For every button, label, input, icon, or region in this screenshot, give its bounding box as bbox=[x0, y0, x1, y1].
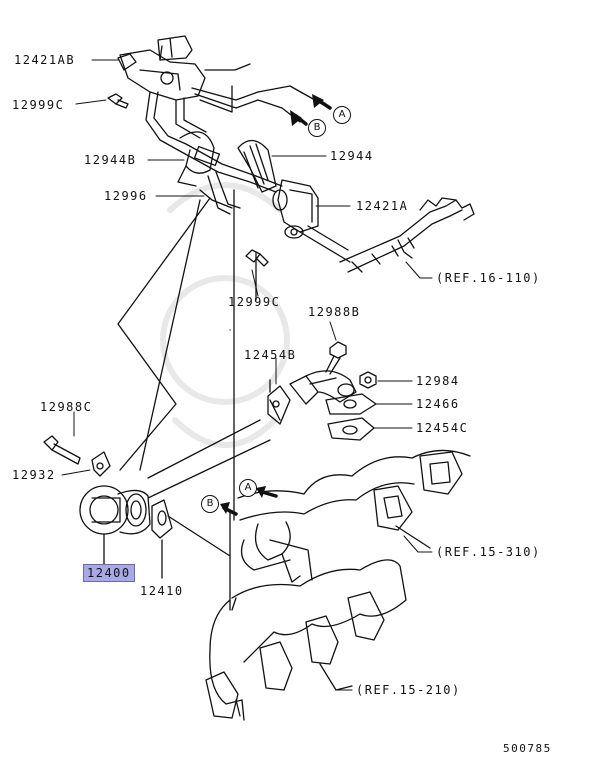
leader-lines bbox=[117, 189, 281, 611]
hose-clip-12944B bbox=[177, 131, 221, 187]
bolt-12988B bbox=[325, 341, 347, 375]
label-12421AB[interactable]: 12421AB bbox=[14, 53, 76, 67]
vacuum-hoses bbox=[177, 143, 283, 215]
leader-12410 bbox=[167, 515, 231, 557]
egr-valve-12400 bbox=[79, 485, 151, 567]
watermark bbox=[160, 182, 290, 448]
label-leaders bbox=[61, 59, 433, 691]
label-12999C-top[interactable]: 12999C bbox=[12, 98, 65, 112]
label-12421A[interactable]: 12421A bbox=[356, 199, 409, 213]
connector-a-top: A bbox=[333, 106, 351, 124]
connector-b-mid: B bbox=[201, 495, 219, 513]
flow-arrowheads bbox=[220, 94, 324, 514]
label-12400-highlighted[interactable]: 12400 bbox=[83, 564, 135, 582]
gasket-12454C bbox=[327, 417, 375, 441]
solenoid-valve-12421AB bbox=[117, 35, 259, 151]
label-12988B[interactable]: 12988B bbox=[308, 305, 361, 319]
label-12996[interactable]: 12996 bbox=[104, 189, 148, 203]
connector-a-mid: A bbox=[239, 479, 257, 497]
label-12944[interactable]: 12944 bbox=[330, 149, 374, 163]
nut-12984 bbox=[359, 371, 377, 389]
ref-16-110[interactable]: (REF.16-110) bbox=[436, 271, 541, 285]
ref-15-210[interactable]: (REF.15-210) bbox=[356, 683, 461, 697]
label-12466[interactable]: 12466 bbox=[416, 397, 460, 411]
intake-manifold bbox=[237, 449, 471, 583]
bolt-12999C-mid bbox=[245, 249, 269, 267]
egr-pipe-lines bbox=[147, 419, 271, 499]
label-12410[interactable]: 12410 bbox=[140, 584, 184, 598]
label-12454B[interactable]: 12454B bbox=[244, 348, 297, 362]
gasket-12454B bbox=[267, 385, 291, 425]
bolt-12999C-top bbox=[107, 93, 129, 109]
gasket-12410 bbox=[151, 499, 173, 579]
label-12944B[interactable]: 12944B bbox=[84, 153, 137, 167]
diagram-id: 500785 bbox=[503, 742, 552, 755]
label-12984[interactable]: 12984 bbox=[416, 374, 460, 388]
bolt-12988C bbox=[43, 435, 81, 465]
egr-pipe-elbow bbox=[289, 370, 357, 405]
mounting-bracket bbox=[339, 197, 475, 273]
solenoid-valve-12421A bbox=[272, 179, 351, 263]
connector-b-top: B bbox=[308, 119, 326, 137]
flange-12466 bbox=[325, 393, 377, 415]
label-12999C-mid[interactable]: 12999C bbox=[228, 295, 281, 309]
clamp-12932 bbox=[91, 451, 111, 477]
ref-15-310[interactable]: (REF.15-310) bbox=[436, 545, 541, 559]
label-12988C[interactable]: 12988C bbox=[40, 400, 93, 414]
label-12932[interactable]: 12932 bbox=[12, 468, 56, 482]
label-12454C[interactable]: 12454C bbox=[416, 421, 469, 435]
